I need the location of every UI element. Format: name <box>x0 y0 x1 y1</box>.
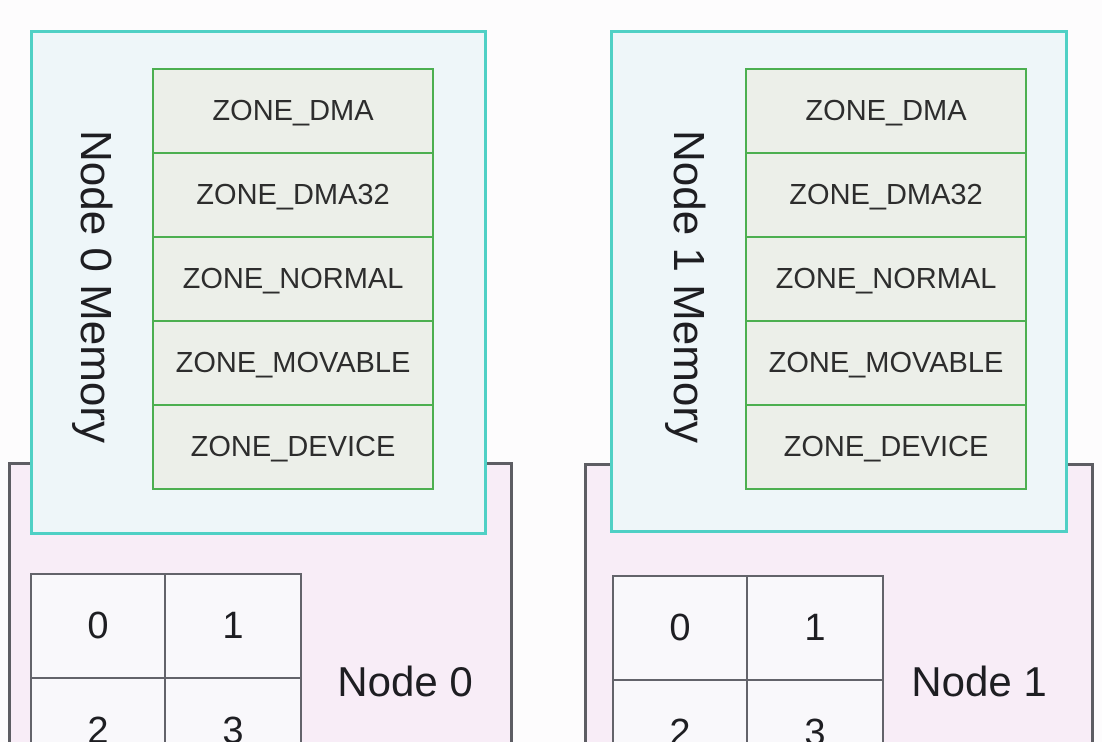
node0-zone-stack: ZONE_DMA ZONE_DMA32 ZONE_NORMAL ZONE_MOV… <box>152 68 434 490</box>
node0-cpu-cell-0: 0 <box>32 575 166 679</box>
node0-cpu-grid: 0 1 2 3 <box>30 573 302 742</box>
cpu-number: 1 <box>222 604 244 647</box>
node1-cpu-cell-3: 3 <box>748 681 882 742</box>
node1-zone-device: ZONE_DEVICE <box>745 404 1027 490</box>
node1-zone-dma32: ZONE_DMA32 <box>745 152 1027 238</box>
node1-memory-label: Node 1 Memory <box>664 130 713 444</box>
node1-memory-box: Node 1 Memory ZONE_DMA ZONE_DMA32 ZONE_N… <box>610 30 1068 533</box>
node0-memory-box: Node 0 Memory ZONE_DMA ZONE_DMA32 ZONE_N… <box>30 30 487 535</box>
node0-cpu-cell-2: 2 <box>32 679 166 742</box>
node1-cpu-cell-0: 0 <box>614 577 748 681</box>
node0-zone-device: ZONE_DEVICE <box>152 404 434 490</box>
cpu-number: 1 <box>804 606 826 649</box>
node0-cpu-cell-1: 1 <box>166 575 300 679</box>
node0-zone-normal: ZONE_NORMAL <box>152 236 434 322</box>
cpu-number: 0 <box>87 604 109 647</box>
node1-cpu-cell-2: 2 <box>614 681 748 742</box>
node1-zone-stack: ZONE_DMA ZONE_DMA32 ZONE_NORMAL ZONE_MOV… <box>745 68 1027 490</box>
node0-label: Node 0 <box>337 658 473 705</box>
cpu-number: 2 <box>87 709 109 742</box>
cpu-number: 2 <box>669 711 691 742</box>
cpu-number: 3 <box>222 709 244 742</box>
node0-cpu-cell-3: 3 <box>166 679 300 742</box>
cpu-number: 0 <box>669 606 691 649</box>
node1-cpu-cell-1: 1 <box>748 577 882 681</box>
node1-cpu-grid: 0 1 2 3 <box>612 575 884 742</box>
node0-memory-label: Node 0 Memory <box>71 130 120 444</box>
node1-zone-movable: ZONE_MOVABLE <box>745 320 1027 406</box>
node1-zone-normal: ZONE_NORMAL <box>745 236 1027 322</box>
cpu-number: 3 <box>804 711 826 742</box>
node1-label: Node 1 <box>911 658 1047 705</box>
node0-zone-dma: ZONE_DMA <box>152 68 434 154</box>
node0-zone-dma32: ZONE_DMA32 <box>152 152 434 238</box>
node1-zone-dma: ZONE_DMA <box>745 68 1027 154</box>
node0-zone-movable: ZONE_MOVABLE <box>152 320 434 406</box>
